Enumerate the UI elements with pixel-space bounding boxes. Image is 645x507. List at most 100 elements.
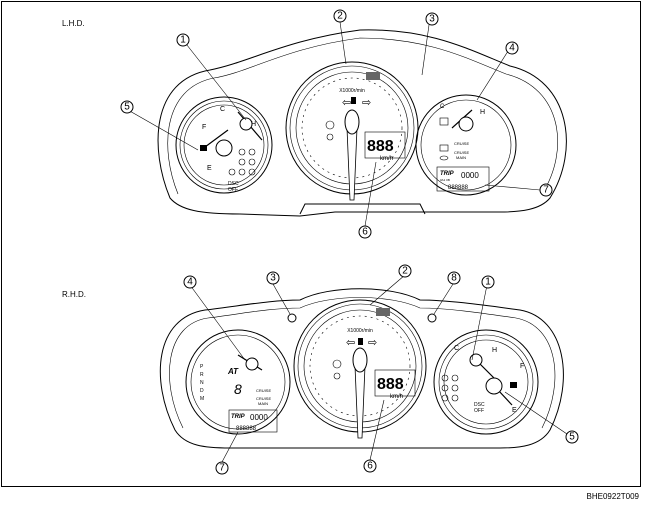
svg-text:2: 2 (337, 11, 343, 22)
svg-text:OFF: OFF (228, 187, 238, 193)
airbag-icon (248, 168, 256, 176)
rhd-trip-label: TRIP (231, 414, 246, 420)
rhd-label: R.H.D. (62, 290, 86, 299)
oil-pressure-icon (439, 155, 449, 161)
prnd-n: N (200, 380, 204, 386)
lhd-speed-needle (346, 127, 358, 201)
warning-light-icon (238, 148, 246, 156)
rhd-temp-hub (469, 353, 483, 367)
lhd-temp-c: C (220, 106, 225, 113)
rhd-speed-digits: 888 (377, 376, 404, 393)
turn-left-icon: ⇦ (342, 97, 351, 109)
rhd-speed-unit: km/h (390, 394, 403, 400)
rhd-trip-display (228, 409, 278, 433)
lhd-callout-5 (120, 100, 134, 114)
svg-text:4: 4 (187, 277, 193, 288)
svg-text:1: 1 (485, 277, 491, 288)
svg-text:8: 8 (451, 273, 457, 284)
rhd-callout-8 (447, 271, 461, 285)
svg-text:5: 5 (569, 432, 575, 443)
rhd-at-label: AT (227, 367, 239, 376)
lhd-fuel-e: E (207, 165, 212, 172)
fuel-pump-icon (200, 145, 207, 151)
svg-text:OFF: OFF (474, 408, 484, 414)
lhd-right-c: C (440, 104, 445, 110)
lhd-trip-display (436, 166, 490, 192)
lhd-dsc-off: DSC (228, 181, 239, 187)
rhd-turn-right-icon: ⇨ (368, 337, 377, 349)
figure-frame (1, 1, 641, 487)
svg-text:4: 4 (509, 43, 515, 54)
lhd-trip-sub: 0A1 0B (440, 178, 450, 182)
seatbelt-warning-icon (326, 133, 334, 141)
svg-text:2: 2 (402, 266, 408, 277)
abs-icon (228, 168, 236, 176)
lhd-fuel-hub (215, 139, 233, 157)
seatbelt-icon (238, 168, 246, 176)
prnd-p: P (200, 364, 204, 370)
rhd-cluster: P R N D M AT 8 CRUISE CRUISE MAIN TRIP 0… (159, 264, 579, 475)
lhd-cruise-main: CRUISE (454, 150, 469, 155)
prnd-m: M (200, 396, 204, 402)
lhd-trip-label: TRIP (440, 171, 455, 177)
lhd-tach-unit: X1000r/min (339, 88, 365, 94)
svg-text:7: 7 (219, 463, 225, 474)
svg-text:3: 3 (429, 14, 435, 25)
turn-right-icon: ⇨ (362, 97, 371, 109)
rhd-tach-unit: X1000r/min (347, 328, 373, 334)
lhd-speed-unit: km/h (380, 156, 393, 162)
svg-text:MAIN: MAIN (258, 401, 268, 406)
rhd-warning-light-icon (451, 384, 459, 392)
rhd-callout-3 (266, 271, 280, 285)
lhd-trip-digits: 0000 (461, 171, 479, 180)
rhd-digital-speed-display (374, 369, 416, 397)
lhd-fuel-f: F (202, 124, 206, 131)
lhd-cruise: CRUISE (454, 141, 469, 146)
lhd-callout-1 (176, 33, 190, 47)
rhd-tail-light-icon (441, 384, 449, 392)
rhd-fuel-needle (497, 389, 513, 406)
svg-text:3: 3 (270, 273, 276, 284)
lhd-odo-digits: 888888 (448, 185, 469, 191)
lhd-cluster: H C F E DSC OFF X1000r/min ⇦ ⇨ 888 km/h (120, 9, 567, 239)
prnd-r: R (200, 372, 204, 378)
lhd-callout-7 (539, 183, 553, 197)
lhd-digital-speed-display (364, 131, 406, 159)
rhd-callout-1 (481, 275, 495, 289)
lhd-right-hub (458, 116, 474, 132)
rhd-cruise: CRUISE (256, 388, 271, 393)
door-ajar-icon (439, 117, 449, 126)
rhd-fog-light-icon (451, 374, 459, 382)
prnd-d: D (200, 388, 204, 394)
lhd-callout-3 (425, 12, 439, 26)
rhd-fuel-pump-icon (510, 382, 517, 388)
fog-light-icon (238, 158, 246, 166)
lhd-speed-hub (344, 109, 360, 135)
lhd-label: L.H.D. (62, 19, 85, 28)
rhd-callout-4 (183, 275, 197, 289)
rhd-speed-hub (352, 347, 368, 373)
cruise-indicator-icon (351, 97, 356, 104)
svg-text:1: 1 (180, 35, 186, 46)
rhd-dsc-off: DSC (474, 402, 485, 408)
tail-light-icon (248, 158, 256, 166)
svg-text:7: 7 (543, 185, 549, 196)
svg-text:CRUISE: CRUISE (256, 396, 271, 401)
rhd-right-gauge-ring (433, 329, 539, 435)
lhd-housing-outer (157, 29, 567, 217)
svg-text:5: 5 (124, 102, 130, 113)
rhd-fuel-f: F (520, 363, 524, 370)
rhd-housing-outer (159, 288, 564, 449)
rhd-fuel-e: E (512, 407, 517, 414)
lhd-housing-base (299, 203, 426, 215)
rhd-gear-digit: 8 (234, 381, 242, 397)
lhd-redline-mark (366, 72, 380, 80)
lhd-fuel-needle (204, 129, 229, 148)
lhd-temp-h: H (251, 121, 256, 128)
rhd-seatbelt-warning-icon (333, 372, 341, 380)
rhd-indicator-left (287, 313, 297, 323)
lhd-temp-hub (239, 117, 253, 131)
svg-text:6: 6 (362, 227, 368, 238)
rhd-callout-2 (398, 264, 412, 278)
